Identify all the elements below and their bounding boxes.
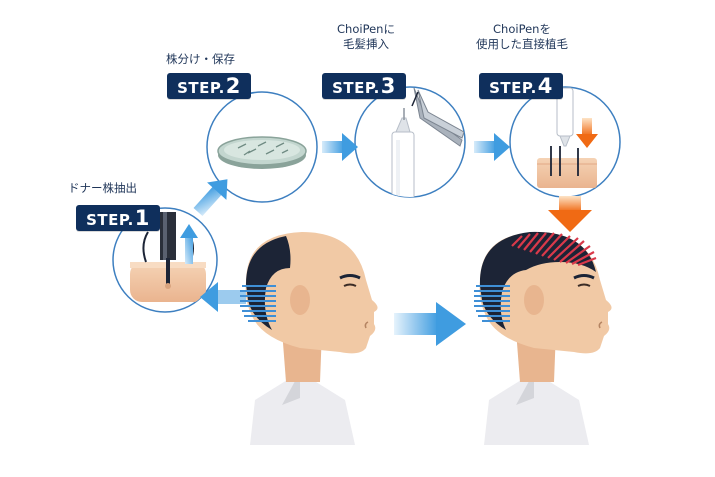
step3-caption: ChoiPenに 毛髪挿入	[322, 22, 410, 52]
step1-badge: STEP. 1	[76, 205, 160, 231]
step4-badge: STEP. 4	[479, 73, 563, 99]
step3-caption-line1: ChoiPenに	[322, 22, 410, 37]
before-head-illustration	[240, 232, 378, 445]
step3-badge: STEP. 3	[322, 73, 406, 99]
step1-caption-line1: ドナー株抽出	[68, 181, 137, 195]
step3-badge-number: 3	[381, 73, 396, 99]
step2-caption: 株分け・保存	[166, 52, 235, 67]
step4-badge-number: 4	[538, 73, 553, 99]
step2-badge: STEP. 2	[167, 73, 251, 99]
step2-badge-number: 2	[226, 73, 241, 99]
step2-caption-line1: 株分け・保存	[166, 52, 235, 66]
step1-badge-label: STEP.	[86, 207, 134, 233]
step3-badge-label: STEP.	[332, 75, 380, 101]
step1-caption: ドナー株抽出	[68, 181, 137, 196]
step4-illustration	[510, 87, 620, 197]
arrow-step3-to-step4	[474, 133, 510, 161]
step4-caption: ChoiPenを 使用した直接植毛	[458, 22, 586, 52]
step4-badge-label: STEP.	[489, 75, 537, 101]
after-head-illustration	[474, 232, 612, 445]
arrow-before-to-after	[394, 302, 466, 346]
step1-badge-number: 1	[135, 205, 150, 231]
step2-badge-label: STEP.	[177, 75, 225, 101]
step3-caption-line2: 毛髪挿入	[322, 37, 410, 52]
arrow-step4-to-result	[548, 196, 592, 232]
step4-caption-line2: 使用した直接植毛	[458, 37, 586, 52]
step4-caption-line1: ChoiPenを	[458, 22, 586, 37]
step3-illustration	[355, 87, 465, 202]
arrow-step2-to-step3	[322, 133, 358, 161]
